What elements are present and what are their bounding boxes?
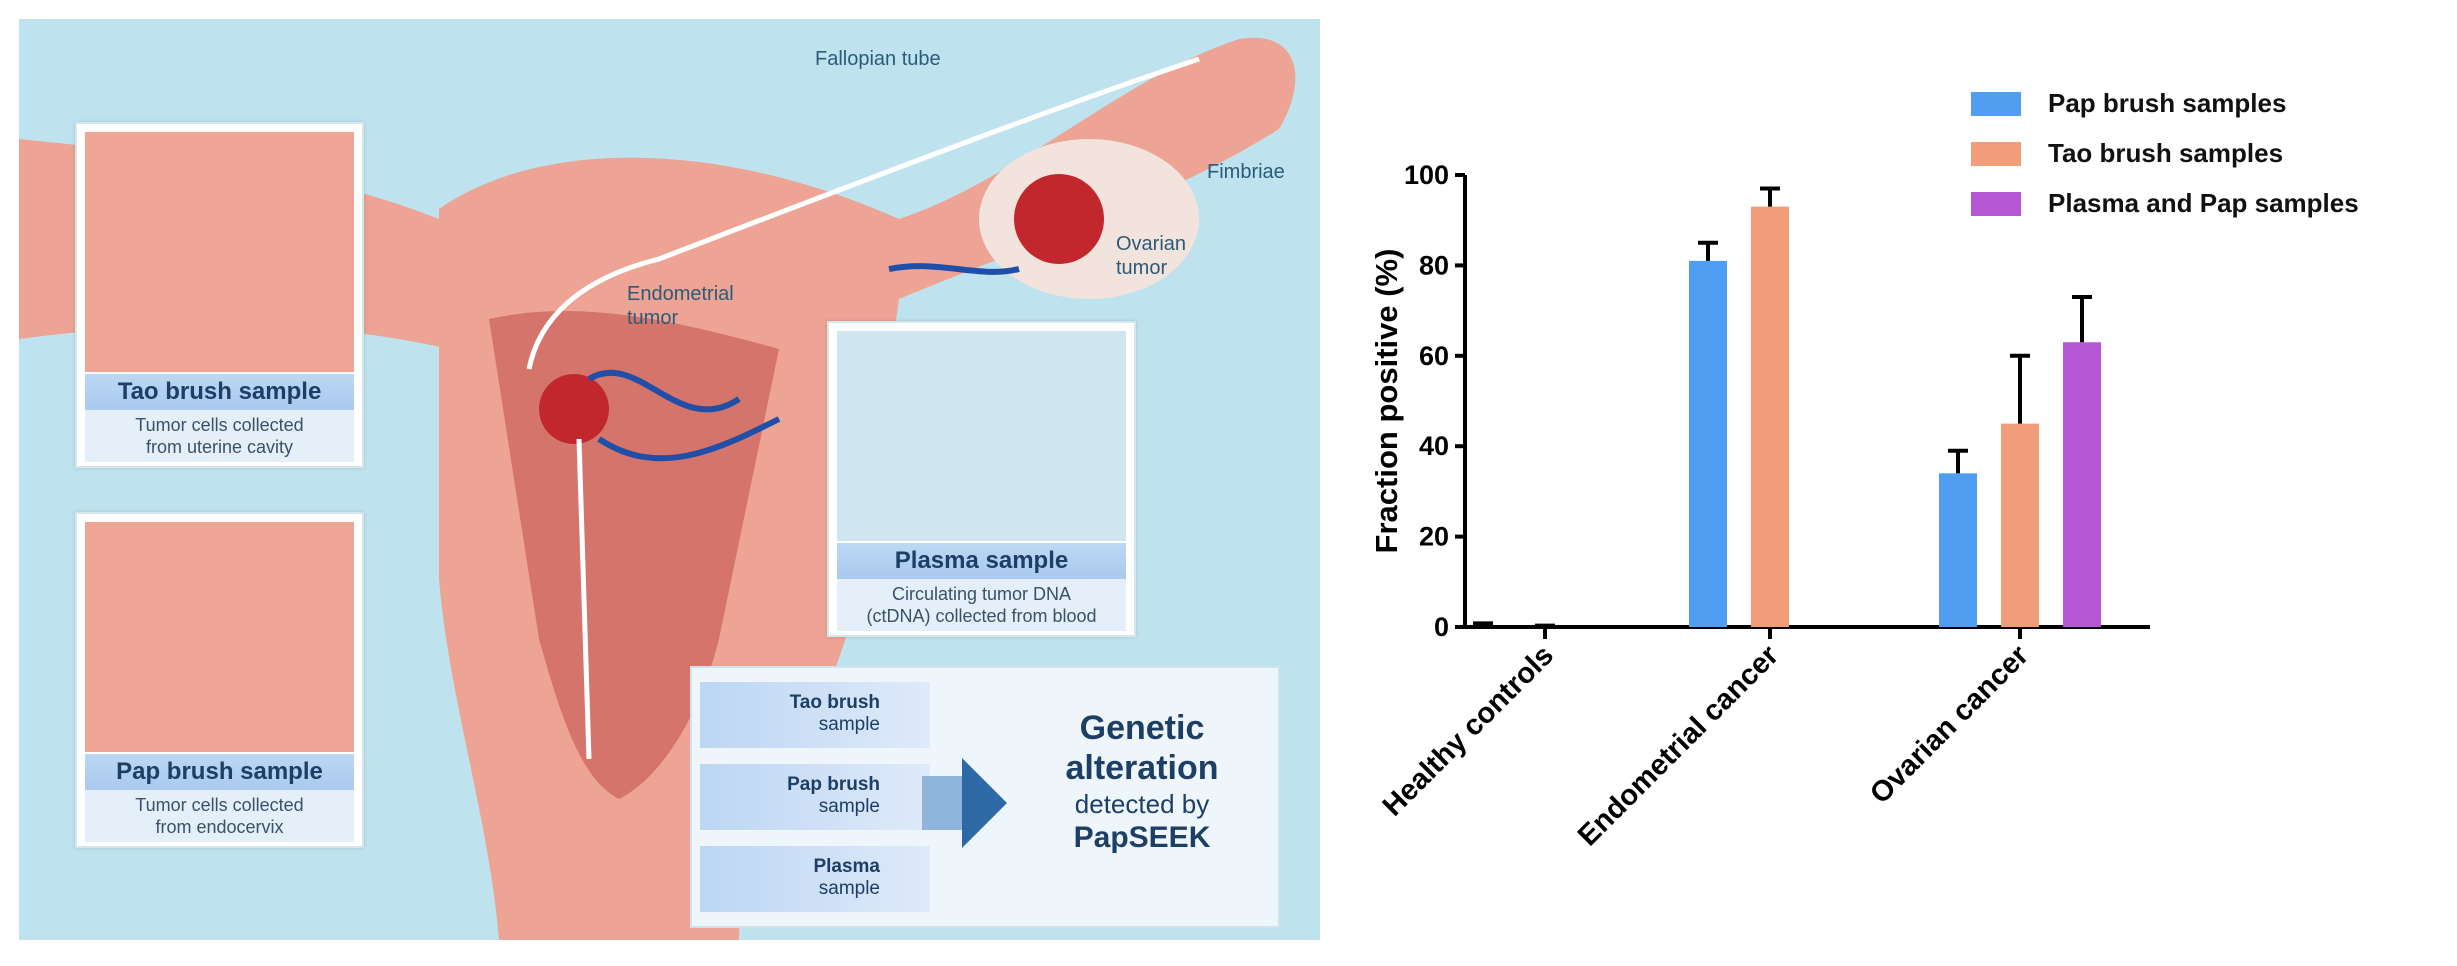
y-tick-label: 0 — [1434, 612, 1449, 642]
legend-label: Plasma and Pap samples — [2048, 188, 2359, 218]
legend-label: Tao brush samples — [2048, 138, 2284, 168]
tao-box-title: Tao brush sample — [85, 374, 354, 410]
migration-arrows — [526, 56, 1200, 760]
y-tick-label: 60 — [1419, 341, 1449, 371]
x-tick-label: Endometrial cancer — [1572, 639, 1785, 852]
y-tick-label: 80 — [1419, 250, 1449, 280]
legend-label: Pap brush samples — [2048, 88, 2287, 118]
blood-draw-image — [837, 331, 1126, 541]
plasma-box-caption: Circulating tumor DNA(ctDNA) collected f… — [837, 579, 1126, 631]
x-tick-label: Healthy controls — [1377, 639, 1560, 822]
bar-plasma-and-pap-samples — [2063, 342, 2101, 627]
flow-result: Genetic alteration detected by PapSEEK — [1065, 709, 1219, 854]
tao-brush-image — [85, 132, 354, 372]
plasma-box: Plasma sample Circulating tumor DNA(ctDN… — [827, 321, 1136, 637]
pap-brush-image — [85, 522, 354, 752]
bar-tao-brush-samples — [2001, 423, 2039, 627]
legend-swatch — [1971, 92, 2021, 116]
label-fimbriae: Fimbriae — [1207, 161, 1285, 183]
y-axis-title: Fraction positive (%) — [1369, 249, 1404, 554]
ovarian-tumor — [1014, 174, 1104, 264]
bar-pap-brush-samples — [1689, 260, 1727, 627]
bar-pap-brush-samples — [1939, 473, 1977, 627]
x-tick-label: Ovarian cancer — [1864, 639, 2035, 810]
blood-vessels — [587, 263, 1020, 462]
y-tick-label: 20 — [1419, 522, 1449, 552]
flow-arrow-body — [922, 776, 964, 830]
legend-swatch — [1971, 142, 2021, 166]
label-fallopian-tube: Fallopian tube — [815, 48, 941, 70]
y-tick-label: 100 — [1404, 160, 1449, 190]
legend-swatch — [1971, 192, 2021, 216]
plasma-box-title: Plasma sample — [837, 543, 1126, 579]
pap-box-title: Pap brush sample — [85, 754, 354, 790]
bar-tao-brush-samples — [1751, 206, 1789, 627]
arrow-right-icon — [962, 758, 1007, 848]
endometrial-tumor — [539, 374, 609, 444]
y-tick-label: 40 — [1419, 431, 1449, 461]
